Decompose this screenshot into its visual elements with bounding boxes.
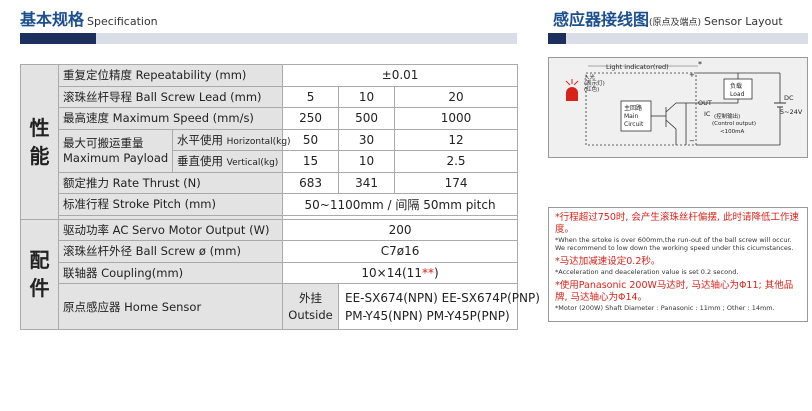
- control-output-label: (控制输出)(Control output)<100mA: [712, 112, 756, 135]
- light-indicator-label: Light indicator(red): [606, 63, 669, 71]
- ic-label: IC: [704, 110, 711, 118]
- label-lead: 滚珠丝杆导程 Ball Screw Lead (mm): [57, 85, 284, 108]
- table-row: 最高速度 Maximum Speed (mm/s) 250 500 1000: [21, 107, 519, 130]
- spec-title-bar: [20, 33, 517, 44]
- sensor-title-bar: [548, 33, 808, 44]
- sensor-title-note: (原点及端点): [649, 18, 702, 28]
- value-motor: 200: [282, 218, 519, 241]
- sensor-section-title: 感应器接线图(原点及端点)Sensor Layout: [553, 6, 783, 30]
- table-row: 联轴器 Coupling(mm) 10×14(11**): [21, 261, 519, 284]
- sensor-title-en: Sensor Layout: [704, 15, 783, 28]
- label-home-sensor: 原点感应器 Home Sensor: [57, 283, 284, 330]
- note-1-cn: *行程超过750时, 会产生滚珠丝杆偏摆, 此时请降低工作速度。: [555, 212, 799, 235]
- label-repeatability: 重复定位精度 Repeatability (mm): [57, 64, 284, 87]
- minus-sign: −: [689, 137, 695, 145]
- label-screw-dia: 滚珠丝杆外径 Ball Screw ø (mm): [57, 240, 284, 263]
- value-home-sensor: EE-SX674(NPN) EE-SX674P(PNP)PM-Y45(NPN) …: [338, 283, 540, 330]
- cell: 15: [282, 150, 340, 173]
- spec-table: 性能 重复定位精度 Repeatability (mm) ±0.01 滚珠丝杆导…: [20, 64, 540, 330]
- cell: 2.5: [394, 150, 519, 173]
- note-1-en: *When the srtoke is over 600mm,the run-o…: [555, 235, 794, 252]
- label-coupling: 联轴器 Coupling(mm): [57, 261, 284, 284]
- value-repeatability: ±0.01: [282, 64, 519, 87]
- cell: 250: [282, 107, 340, 130]
- group-performance: 性能: [20, 64, 59, 220]
- label-vertical: 垂直使用 Vertical(kg): [171, 150, 284, 173]
- cell: 5: [282, 85, 340, 108]
- star-mark: *: [698, 60, 702, 69]
- table-row: 性能 重复定位精度 Repeatability (mm) ±0.01: [20, 64, 519, 220]
- value-stroke: 50~1100mm / 间隔 50mm pitch: [282, 193, 519, 216]
- value-coupling: 10×14(11**): [282, 261, 519, 284]
- main-circuit-box: [620, 100, 652, 132]
- cell: 174: [394, 171, 519, 194]
- cell: 12: [394, 128, 519, 151]
- cell: 10: [338, 85, 396, 108]
- cell: 30: [338, 128, 396, 151]
- table-row: 额定推力 Rate Thrust (N) 683 341 174: [21, 171, 519, 194]
- label-max-speed: 最高速度 Maximum Speed (mm/s): [57, 107, 284, 130]
- table-row: 滚珠丝杆外径 Ball Screw ø (mm) C7ø16: [21, 240, 519, 263]
- notes-box: *行程超过750时, 会产生滚珠丝杆偏摆, 此时请降低工作速度。 *When t…: [548, 207, 808, 322]
- label-motor: 驱动功率 AC Servo Motor Output (W): [57, 218, 284, 241]
- note-3-en: *Motor (200W) Shaft Diameter : Panasonic…: [555, 303, 775, 312]
- value-screw-dia: C7ø16: [282, 240, 519, 263]
- plus-sign: +: [689, 71, 695, 79]
- entry-light-label: 入光(表示灯)(红色): [584, 73, 605, 93]
- table-row: 滚珠丝杆导程 Ball Screw Lead (mm) 5 10 20: [21, 85, 519, 108]
- cell: 683: [282, 171, 340, 194]
- table-row: [21, 214, 519, 220]
- cell: 10: [338, 150, 396, 173]
- label-stroke: 标准行程 Stroke Pitch (mm): [57, 193, 284, 216]
- cell: 50: [282, 128, 340, 151]
- table-row: 标准行程 Stroke Pitch (mm) 50~1100mm / 间隔 50…: [21, 193, 519, 216]
- label-thrust: 额定推力 Rate Thrust (N): [57, 171, 284, 194]
- cell: 1000: [394, 107, 519, 130]
- group-parts: 配件: [20, 218, 59, 330]
- label-horizontal: 水平使用 Horizontal(kg): [171, 128, 291, 151]
- spec-title-cn: 基本规格: [20, 10, 85, 29]
- table-row: 配件 驱动功率 AC Servo Motor Output (W) 200: [20, 218, 519, 330]
- note-2-cn: *马达加减速设定0.2秒。: [555, 256, 661, 267]
- spec-title-en: Specification: [87, 15, 158, 28]
- note-3-cn: *使用Panasonic 200W马达时, 马达轴心为Φ11; 其他品牌, 马达…: [555, 280, 794, 303]
- note-2-en: *Acceleration and deaceleration value is…: [555, 267, 739, 276]
- cell: 341: [338, 171, 396, 194]
- cell: 20: [394, 85, 519, 108]
- sensor-title-cn: 感应器接线图: [553, 10, 650, 29]
- cell: 500: [338, 107, 396, 130]
- table-row: 垂直使用 Vertical(kg) 15 10 2.5: [21, 150, 519, 173]
